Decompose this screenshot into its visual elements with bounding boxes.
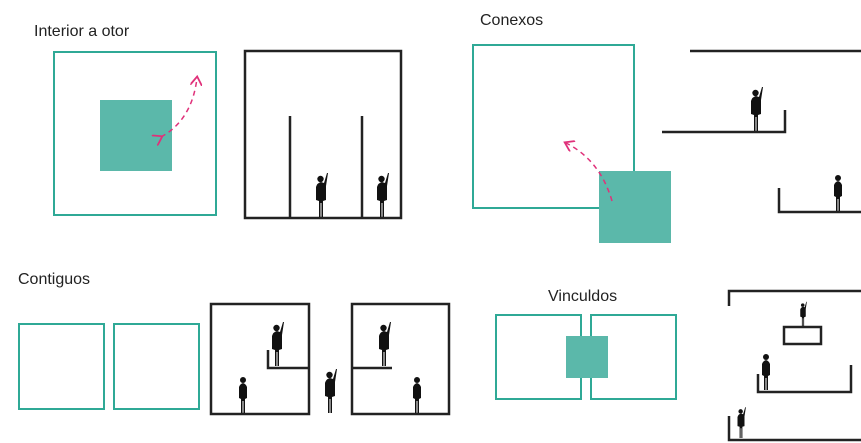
contiguos-section-b <box>350 302 451 416</box>
conexos-plan <box>472 44 671 243</box>
person-icon <box>325 369 337 413</box>
interior-section <box>243 49 403 220</box>
person-icon <box>834 175 842 211</box>
label-vinculados: Vinculdos <box>548 288 618 305</box>
contiguos-square-right <box>113 323 200 410</box>
interior-inner-square <box>100 100 172 171</box>
interior-plan <box>53 51 217 216</box>
conexos-large-square <box>472 44 635 209</box>
interior-outer-square <box>53 51 217 216</box>
conexos-arrow <box>566 143 613 202</box>
person-icon <box>751 87 763 131</box>
vinculados-shared-square <box>566 336 608 378</box>
person-icon <box>413 377 421 413</box>
label-conexos: Conexos <box>480 12 544 29</box>
contiguos-square-left <box>18 323 105 410</box>
person-icon <box>316 173 328 217</box>
person-icon <box>737 407 746 438</box>
contiguos-section-a <box>209 302 311 416</box>
label-interior: Interior a otor <box>34 23 130 40</box>
interior-arrow <box>161 78 197 137</box>
interior-section-box <box>243 49 403 220</box>
contiguos-plan <box>18 323 200 410</box>
vinculados-section <box>727 289 861 442</box>
person-icon <box>272 322 284 366</box>
person-icon <box>379 322 391 366</box>
conexos-small-square <box>599 171 671 243</box>
person-icon <box>762 354 770 390</box>
person-icon <box>377 173 389 217</box>
label-contiguos: Contiguos <box>18 271 91 288</box>
vinculados-plan <box>495 314 677 400</box>
person-icon <box>239 377 247 413</box>
conexos-section <box>662 49 861 214</box>
person-icon <box>800 301 807 326</box>
